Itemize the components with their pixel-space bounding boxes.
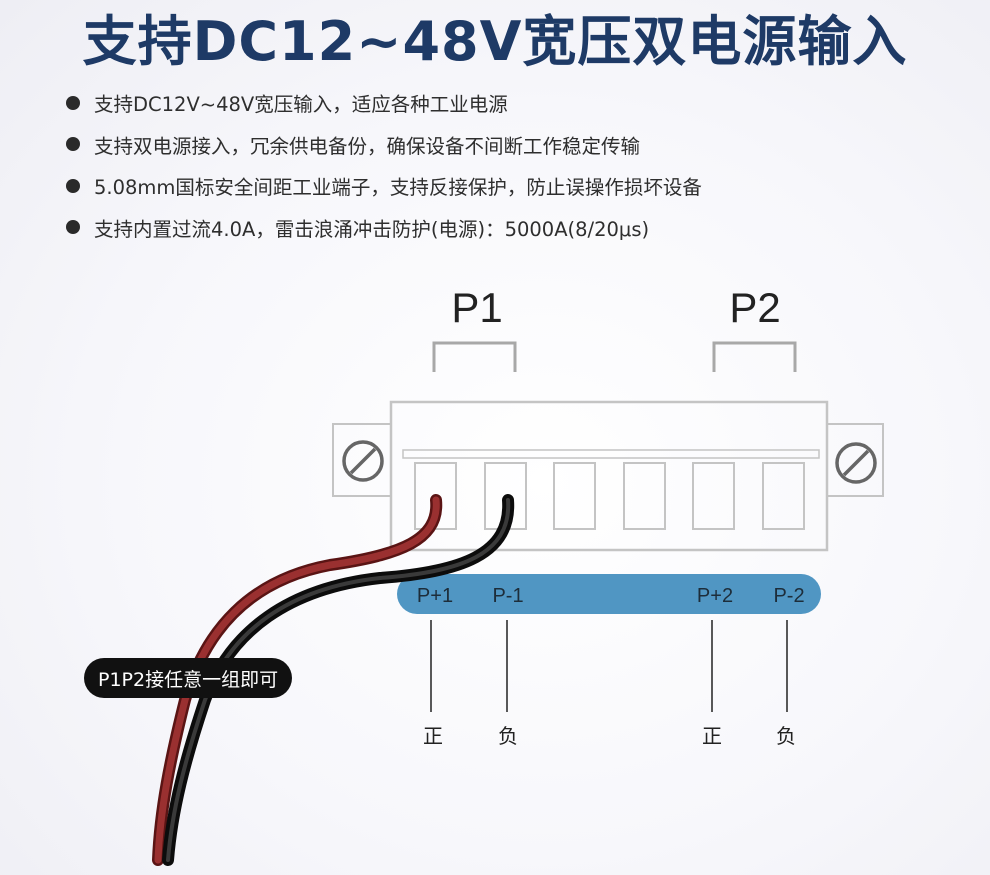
pin-label: P-2 bbox=[773, 585, 804, 607]
bullet-dot-icon bbox=[66, 178, 80, 193]
pin-slot bbox=[692, 462, 735, 530]
pin-slot bbox=[623, 462, 666, 530]
group-label-p1: P1 bbox=[451, 284, 502, 331]
mount-ear-left bbox=[332, 423, 392, 497]
pin-label: P+1 bbox=[417, 585, 453, 607]
pin-slot bbox=[762, 462, 805, 530]
connector-rail bbox=[402, 449, 820, 459]
bullet-dot-icon bbox=[66, 95, 80, 110]
feature-text: 支持双电源接入，冗余供电备份，确保设备不间断工作稳定传输 bbox=[94, 134, 641, 158]
feature-item: 支持双电源接入，冗余供电备份，确保设备不间断工作稳定传输 bbox=[66, 124, 702, 166]
feature-item: 5.08mm国标安全间距工业端子，支持反接保护，防止误操作损坏设备 bbox=[66, 165, 702, 207]
polarity-label: 正 bbox=[423, 724, 443, 748]
mount-ear-right bbox=[826, 423, 884, 497]
feature-text: 5.08mm国标安全间距工业端子，支持反接保护，防止误操作损坏设备 bbox=[94, 176, 702, 200]
feature-text: 支持DC12V~48V宽压输入，适应各种工业电源 bbox=[94, 93, 508, 117]
note-badge: P1P2接任意一组即可 bbox=[84, 658, 293, 698]
group-label-p2: P2 bbox=[729, 284, 780, 331]
bullet-dot-icon bbox=[66, 220, 80, 235]
polarity-label: 负 bbox=[498, 724, 518, 748]
feature-text: 支持内置过流4.0A，雷击浪涌冲击防护(电源)：5000A(8/20μs) bbox=[94, 217, 650, 241]
pin-label: P+2 bbox=[697, 585, 733, 607]
black-wire bbox=[162, 494, 515, 866]
bracket-p2 bbox=[712, 341, 797, 372]
red-wire bbox=[152, 494, 443, 866]
polarity-label: 正 bbox=[702, 724, 722, 748]
polarity-label: 负 bbox=[776, 724, 796, 748]
bullet-dot-icon bbox=[66, 137, 80, 152]
screw-icon bbox=[835, 442, 877, 484]
feature-list: 支持DC12V~48V宽压输入，适应各种工业电源 支持双电源接入，冗余供电备份，… bbox=[66, 82, 702, 248]
feature-item: 支持DC12V~48V宽压输入，适应各种工业电源 bbox=[66, 82, 702, 124]
feature-item: 支持内置过流4.0A，雷击浪涌冲击防护(电源)：5000A(8/20μs) bbox=[66, 207, 702, 249]
pin-label: P-1 bbox=[492, 585, 523, 607]
pin-slot bbox=[553, 462, 596, 530]
page-title: 支持DC12~48V宽压双电源输入 bbox=[82, 10, 908, 73]
screw-icon bbox=[342, 440, 384, 482]
pin-label-bar bbox=[397, 574, 821, 614]
bracket-p1 bbox=[432, 341, 517, 372]
